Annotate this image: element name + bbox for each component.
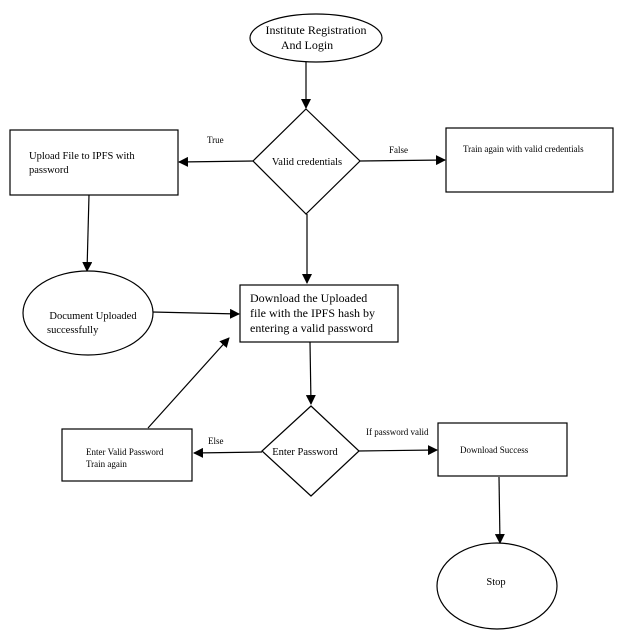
edge-download-to-enter-password (305, 341, 316, 405)
node-upload-file-line-1: Upload File to IPFS with (29, 151, 135, 162)
node-enter-password-label: Enter Password (272, 447, 338, 458)
node-download-success-label: Download Success (460, 445, 529, 455)
edge-label-else: Else (208, 436, 224, 446)
node-enter-valid-password-line-2: Train again (86, 459, 127, 469)
node-stop-label: Stop (486, 577, 505, 588)
edge-label-if-password-valid: If password valid (366, 427, 429, 437)
node-enter-valid-password-box (61, 428, 193, 482)
edge-success-to-stop (494, 476, 505, 544)
node-upload-file-box (9, 129, 179, 196)
node-download-uploaded-box (239, 284, 399, 343)
edge-valid-true (178, 156, 255, 167)
node-document-uploaded-line-1: Document Uploaded (49, 311, 137, 322)
edge-valid-false (359, 155, 446, 166)
node-start-oval (249, 13, 383, 63)
node-enter-password-diamond (261, 405, 360, 497)
node-download-success-box (437, 422, 568, 477)
node-start-line-2: And Login (281, 38, 333, 52)
node-valid-credentials-label: Valid credentials (272, 157, 342, 168)
node-start-line-1: Institute Registration (266, 23, 367, 37)
node-train-again-credentials-label: Train again with valid credentials (463, 144, 584, 154)
node-download-uploaded-line-1: Download the Uploaded (250, 291, 367, 305)
edge-enter-password-valid (357, 445, 438, 456)
node-train-again-credentials-box (445, 127, 614, 193)
node-enter-valid-password-line-1: Enter Valid Password (86, 447, 164, 457)
edge-retry-to-download (147, 337, 230, 429)
node-download-uploaded-line-3: entering a valid password (250, 321, 373, 335)
edge-enter-password-else (193, 447, 263, 458)
edge-label-false: False (389, 145, 408, 155)
edge-document-to-download (151, 308, 240, 319)
edge-upload-to-document (82, 194, 93, 272)
node-upload-file-line-2: password (29, 165, 69, 176)
node-download-uploaded-line-2: file with the IPFS hash by (250, 306, 375, 320)
node-stop-oval (436, 542, 558, 630)
node-valid-credentials-diamond (252, 108, 361, 215)
edge-label-true: True (207, 135, 224, 145)
node-document-uploaded-oval (22, 270, 154, 356)
node-document-uploaded-line-2: successfully (47, 325, 99, 336)
